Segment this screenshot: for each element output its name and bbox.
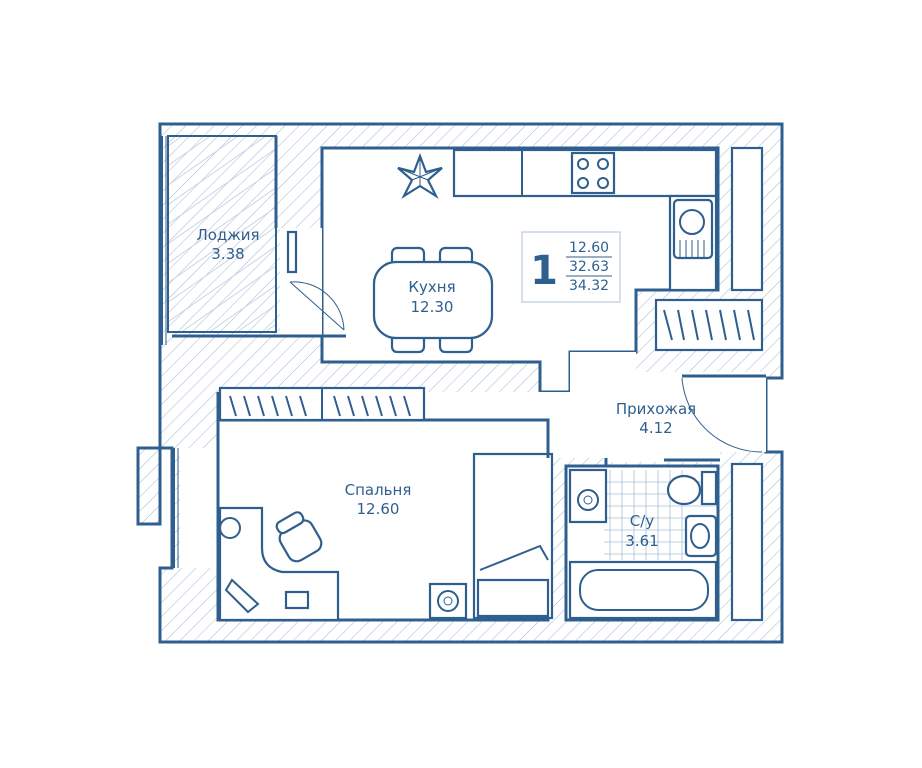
- bathroom-sink-icon: [684, 514, 718, 558]
- bed-icon: [472, 452, 554, 620]
- label-bedroom: Спальня 12.60: [345, 481, 412, 518]
- label-loggia: Лоджия 3.38: [196, 226, 259, 263]
- desk-icon: [218, 506, 340, 622]
- kitchen-area: 12.30: [411, 298, 454, 316]
- rooms-count: 1: [530, 248, 558, 294]
- bedroom-area: 12.60: [357, 500, 400, 518]
- plant-icon: [397, 152, 443, 200]
- bedroom-window: [173, 448, 179, 568]
- total-area: 32.63: [569, 259, 609, 275]
- label-bathroom: С/у 3.61: [625, 512, 658, 550]
- bedroom-wardrobe: [218, 386, 426, 422]
- bathroom-name: С/у: [630, 512, 655, 530]
- loggia-name: Лоджия: [196, 226, 259, 244]
- dining-table-icon: [372, 246, 494, 354]
- stove-icon: [570, 151, 616, 195]
- living-area: 12.60: [569, 240, 609, 256]
- hallway-wardrobe-bottom: [730, 462, 764, 622]
- loggia-area: 3.38: [211, 245, 244, 263]
- hallway-wardrobe-top: [654, 146, 764, 352]
- total-area-with-loggia: 34.32: [569, 278, 609, 294]
- summary-badge: 1 12.60 32.63 34.32: [521, 231, 621, 303]
- bathroom-tiles: [604, 470, 716, 560]
- loggia-door: [286, 230, 345, 331]
- bathroom-area: 3.61: [625, 532, 658, 550]
- label-hallway: Прихожая 4.12: [616, 400, 696, 437]
- inner-walls: [172, 136, 720, 508]
- bathtub-icon: [568, 560, 718, 620]
- kitchen-name: Кухня: [408, 278, 455, 296]
- sink-icon: [672, 198, 714, 260]
- loggia-room: [161, 135, 277, 345]
- washing-machine-icon: [428, 582, 468, 620]
- bath-washing-machine: [568, 468, 608, 524]
- label-kitchen: Кухня 12.30: [408, 278, 455, 316]
- bedroom-name: Спальня: [345, 481, 412, 499]
- entrance-door: [681, 374, 766, 453]
- hallway-name: Прихожая: [616, 400, 696, 418]
- hallway-area: 4.12: [639, 419, 672, 437]
- office-chair-icon: [275, 511, 323, 563]
- kitchen-counters: [452, 148, 718, 292]
- toilet-icon: [666, 470, 718, 506]
